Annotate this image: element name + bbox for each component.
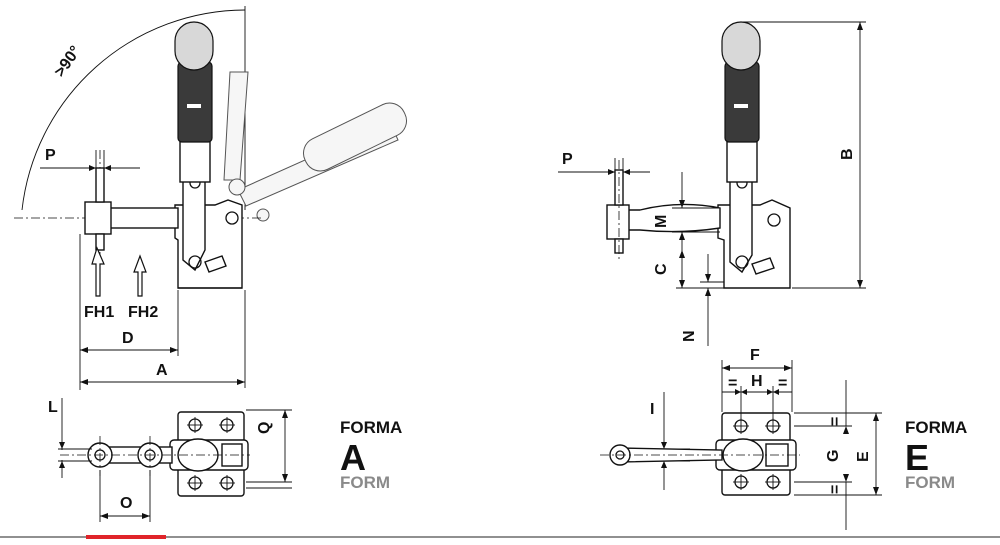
force-arrow-fh1 <box>91 246 105 297</box>
dim-label-p: P <box>45 147 56 164</box>
forma-a-label: FORMA <box>340 418 402 437</box>
vertical-handle <box>174 21 214 183</box>
form-e-top-view: F H = = I G = = E <box>600 347 882 530</box>
dim-label-l: L <box>48 399 58 416</box>
dim-label-g: G <box>825 450 842 462</box>
dim-label-b: B <box>839 148 856 160</box>
bottom-accent-bar <box>86 535 166 539</box>
dim-label-d: D <box>122 330 134 347</box>
form-a-letter: A <box>340 437 366 478</box>
form-a-english-label: FORM <box>340 473 390 492</box>
form-a-label-block: FORMA A FORM <box>340 418 402 492</box>
dim-label-h: H <box>751 373 763 390</box>
force-arrow-fh2 <box>133 254 147 297</box>
angle-label: >90° <box>51 43 84 80</box>
form-a-side-view: >90° <box>14 6 407 390</box>
form-e-letter: E <box>905 437 929 478</box>
dim-label-c: C <box>653 263 670 275</box>
form-e-vertical-handle <box>721 21 761 183</box>
dim-eq-h-right: = <box>778 375 787 392</box>
form-e-label-block: FORMA E FORM <box>905 418 967 492</box>
dim-label-a: A <box>156 362 168 379</box>
form-e-arm <box>611 203 721 233</box>
form-e-english-label: FORM <box>905 473 955 492</box>
dim-label-f: F <box>750 347 760 364</box>
form-a-top-view: L O Q <box>48 398 292 522</box>
dim-eq-g-top: = <box>827 417 844 426</box>
dim-label-n: N <box>681 330 698 342</box>
angle-arc <box>21 9 246 211</box>
form-e-dim-label-p: P <box>562 151 573 168</box>
dim-label-m: M <box>653 215 670 228</box>
dim-label-fh2: FH2 <box>128 304 158 321</box>
forma-e-label: FORMA <box>905 418 967 437</box>
dim-label-fh1: FH1 <box>84 304 114 321</box>
dim-eq-g-bottom: = <box>827 485 844 494</box>
dim-label-q: Q <box>256 422 273 434</box>
dim-label-i: I <box>650 401 654 418</box>
form-e-side-view: P M C N B <box>558 21 866 346</box>
spindle-nut <box>84 201 112 235</box>
form-e-clamp-base <box>717 199 791 289</box>
handle-ghost-position <box>223 71 407 222</box>
dim-label-o: O <box>120 495 132 512</box>
dim-eq-h-left: = <box>728 375 737 392</box>
dim-label-e: E <box>855 451 872 462</box>
